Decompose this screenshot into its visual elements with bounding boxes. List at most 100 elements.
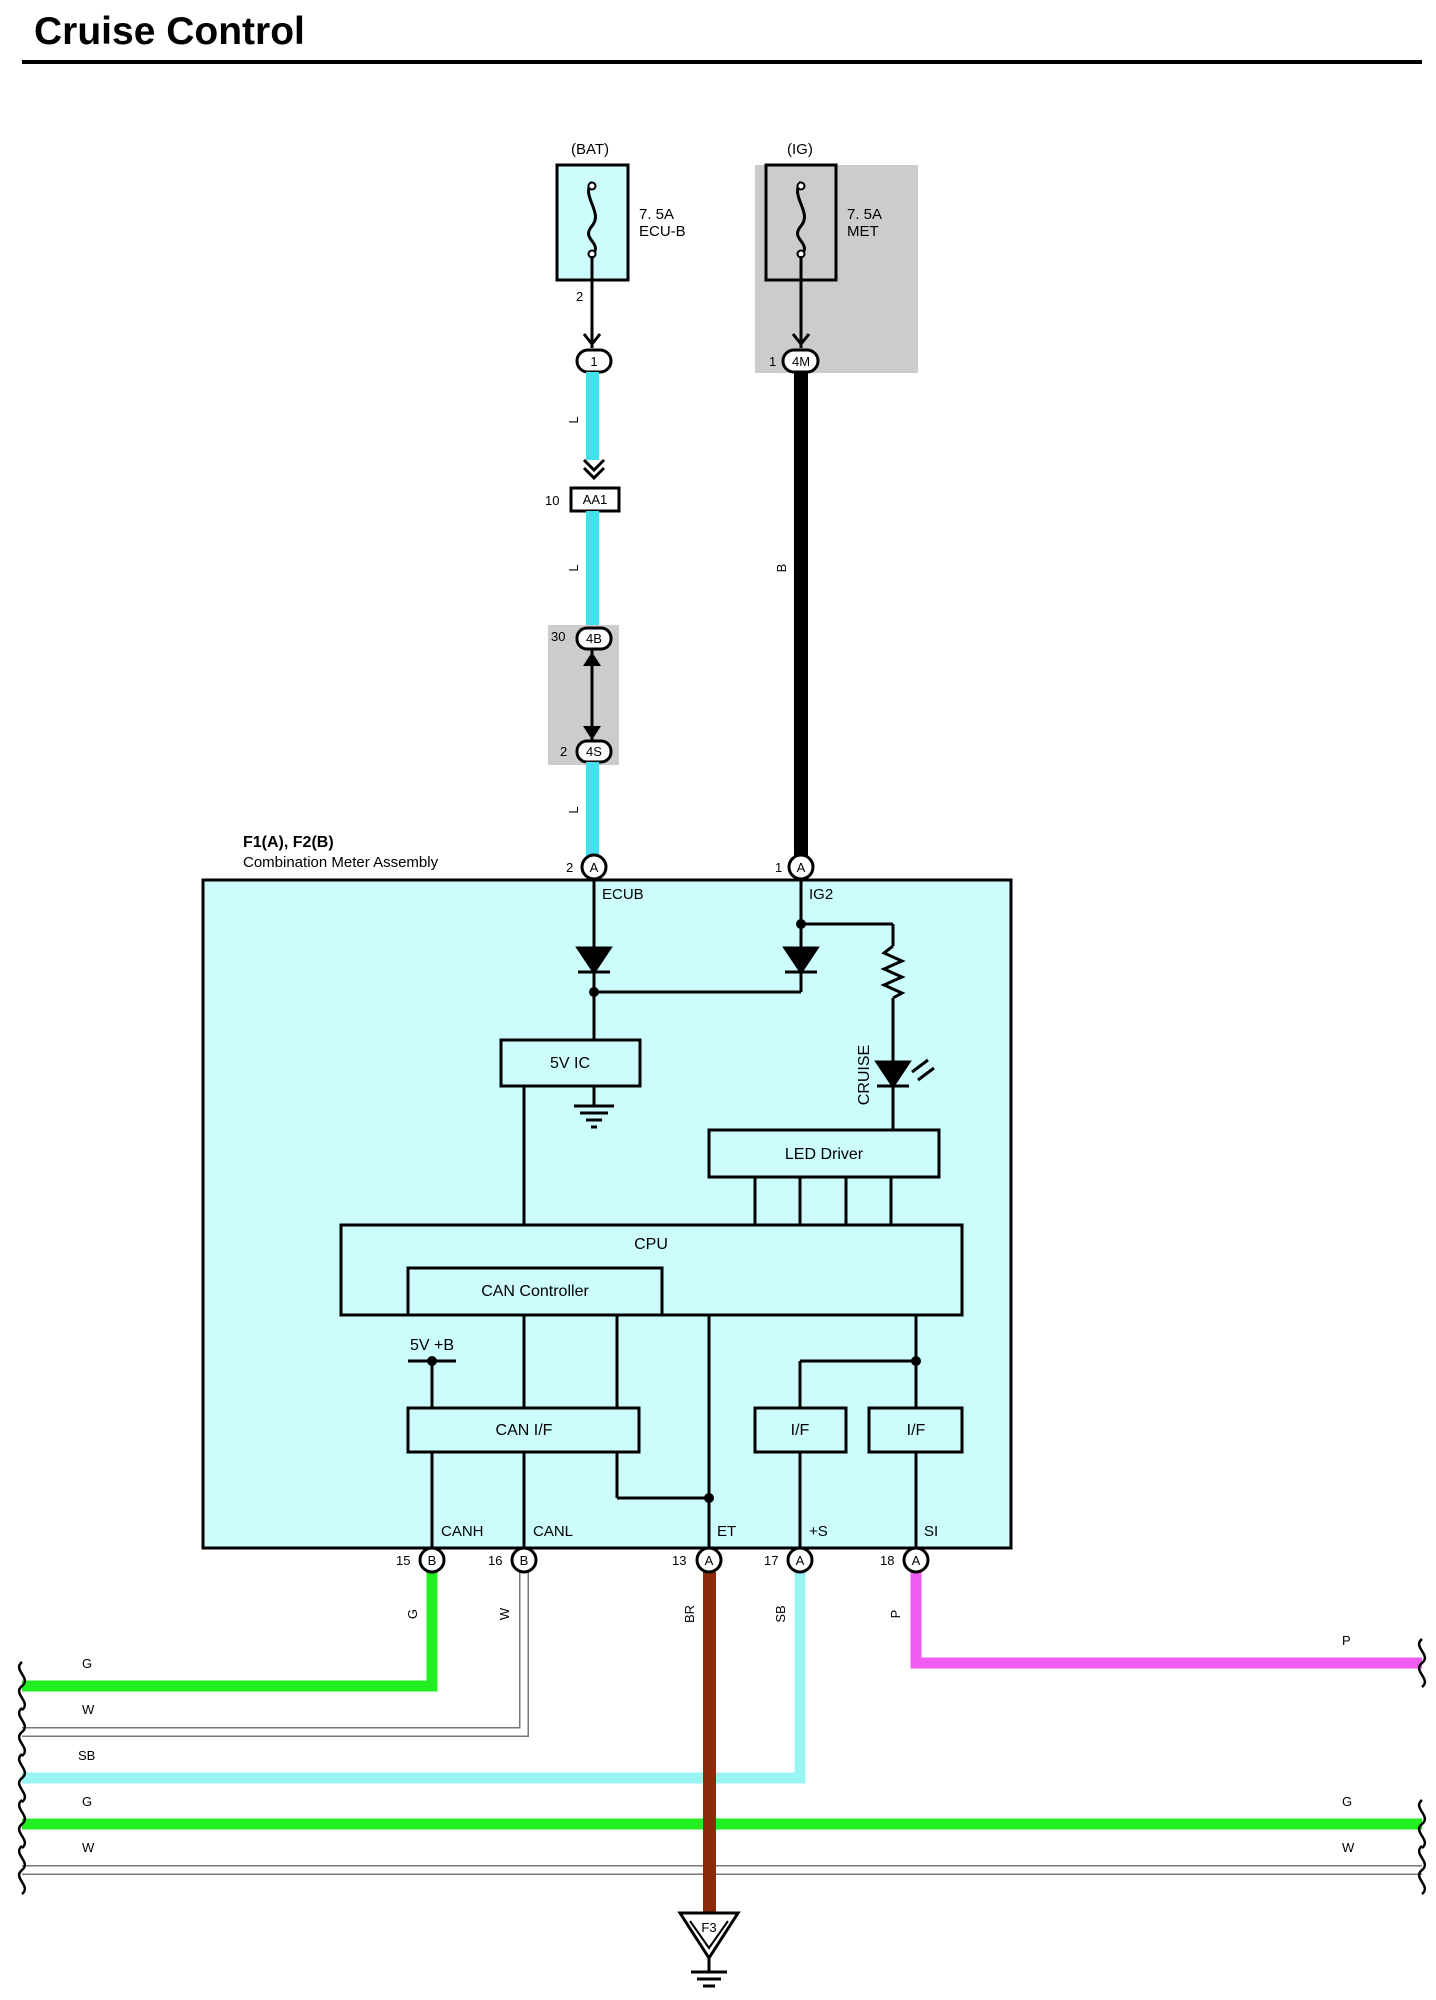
pin-num: 15 [396,1553,410,1568]
pin-num: 13 [672,1553,686,1568]
pin-name-canl: CANL [533,1523,573,1540]
bus-label-g2-right: G [1342,1794,1352,1809]
wire-p [910,1572,1422,1669]
block-cpu: CPU CAN Controller [339,1223,964,1317]
wire-b-label: B [774,564,789,573]
block-if-1: I/F [753,1406,848,1454]
pin-conn: B [520,1553,529,1568]
connector-4s-label: 4S [586,744,602,759]
wire-l-label: L [566,806,581,813]
bus-label-g: G [82,1656,92,1671]
ground-f3: F3 [677,1911,741,1988]
assembly-ids: F1(A), F2(B) [243,834,334,851]
pin-bottom-s: 17 A [764,1546,814,1574]
pin-name: ECUB [602,886,644,903]
wire-sb [22,1572,806,1784]
bus-label-g2: G [82,1794,92,1809]
wire-l-label: L [566,564,581,571]
bus-label-w: W [82,1702,95,1717]
pin-name: IG2 [809,886,833,903]
pin-conn: A [797,860,806,875]
connector-1: 1 [575,348,613,374]
block-led-driver: LED Driver [707,1128,941,1179]
fuse-ig-rating: 7. 5A [847,206,882,223]
fuse-bat-name: ECU-B [639,223,686,240]
fuse-bat-source: (BAT) [571,141,609,158]
block-5v-ic-label: 5V IC [550,1055,590,1072]
block-cpu-label: CPU [634,1236,668,1253]
pin-conn: B [428,1553,437,1568]
pin-name-et: ET [717,1523,736,1540]
pin-conn: A [912,1553,921,1568]
pin-bottom-si: 18 A [880,1546,930,1574]
connector-4b-pin: 30 [551,629,565,644]
supply-5v-b-label: 5V +B [410,1337,454,1354]
pin-bottom-canl: 16 B [488,1546,538,1574]
connector-1-label: 1 [590,354,597,369]
pin-conn: A [590,860,599,875]
pin-num: 16 [488,1553,502,1568]
fuse-bat-rating: 7. 5A [639,206,674,223]
wire-g-canh [22,1572,438,1692]
connector-4m-label: 4M [792,354,810,369]
pin-name-s: +S [809,1523,828,1540]
wire-w-label: W [497,1607,512,1620]
connector-aa1: 10 AA1 [545,486,621,513]
pin-num: 2 [566,860,573,875]
pin-conn: A [705,1553,714,1568]
assembly-name: Combination Meter Assembly [243,854,439,871]
pin-top-ecub: 2 A ECUB [566,853,644,903]
block-can-if: CAN I/F [406,1406,641,1454]
pin-conn: A [796,1553,805,1568]
junction-4b-4s: 30 4B 2 4S [548,625,619,765]
wire-l-label: L [566,416,581,423]
pin-num: 18 [880,1553,894,1568]
block-can-controller-label: CAN Controller [481,1283,589,1300]
break-marks-right [1417,1638,1427,1895]
pin-bottom-et: 13 A [672,1546,723,1574]
junction-dots [427,919,921,1503]
fuse-met: (IG) 7. 5A MET 1 4M [755,141,918,374]
wire-l-segment [586,511,599,626]
fuse-ig-source: (IG) [787,141,813,158]
internal-wiring [408,879,935,1560]
block-if-2: I/F [867,1406,964,1454]
fuse-bat-pin: 2 [576,289,583,304]
pin-name-canh: CANH [441,1523,484,1540]
block-led-driver-label: LED Driver [785,1146,864,1163]
connector-aa1-label: AA1 [583,492,608,507]
pin-top-ig2: 1 A IG2 [775,853,833,903]
wire-l-segment [586,372,599,460]
pin-bottom-canh: 15 B [396,1546,446,1574]
bus-label-p: P [1342,1633,1351,1648]
pin-name-si: SI [924,1523,938,1540]
block-can-if-label: CAN I/F [496,1422,553,1439]
connector-4m-pin: 1 [769,354,776,369]
bus-label-w2-right: W [1342,1840,1355,1855]
connector-4b-label: 4B [586,631,602,646]
connector-4s-pin: 2 [560,744,567,759]
fuse-ecu-b: (BAT) 7. 5A ECU-B 2 [555,141,686,348]
wire-l-segment [586,762,599,862]
title-divider [22,60,1422,64]
wire-b [794,372,808,862]
wire-p-label: P [888,1610,903,1619]
wire-sb-label: SB [773,1605,788,1622]
bus-label-w2: W [82,1840,95,1855]
block-5v-ic: 5V IC [499,1038,642,1088]
ground-f3-label: F3 [701,1920,716,1935]
wire-br-label: BR [682,1605,697,1623]
break-marks-left [17,1661,27,1895]
block-if-2-label: I/F [907,1422,926,1439]
pin-num: 17 [764,1553,778,1568]
bus-label-sb: SB [78,1748,95,1763]
wire-br [703,1572,716,1912]
block-if-1-label: I/F [791,1422,810,1439]
cruise-indicator-label: CRUISE [856,1045,873,1105]
page-title: Cruise Control [34,10,305,53]
wire-w-canl [22,1572,529,1737]
fuse-ig-name: MET [847,223,879,240]
connector-aa1-pin: 10 [545,493,559,508]
pin-num: 1 [775,860,782,875]
